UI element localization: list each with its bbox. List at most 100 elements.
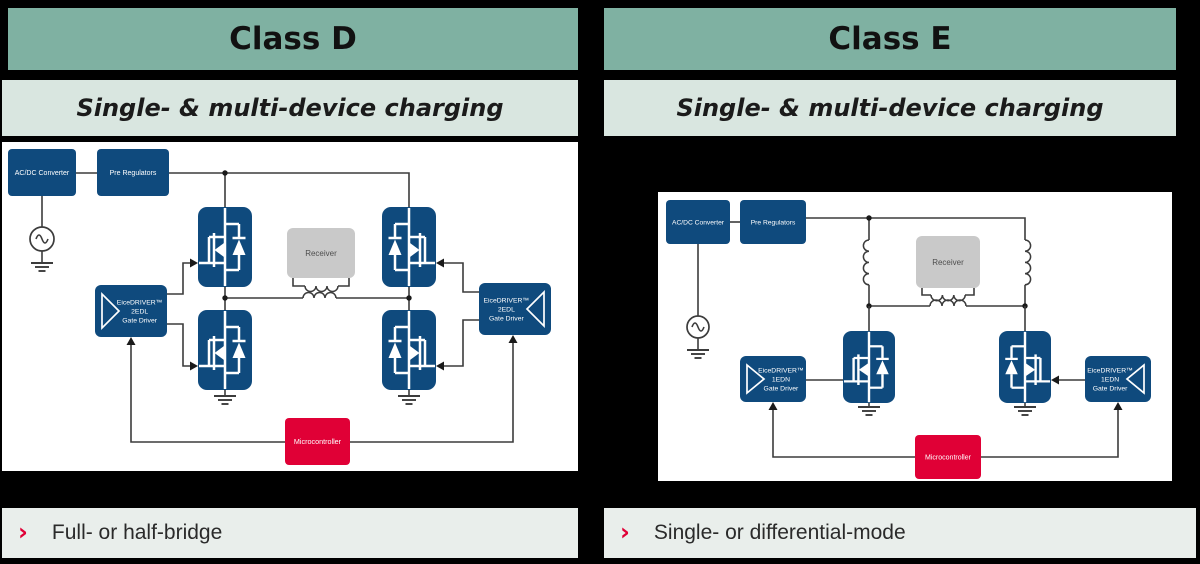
gate-driver-rect [740, 356, 806, 402]
wire [302, 291, 337, 299]
label: AC/DC Converter [15, 170, 70, 177]
label: 1EDN [1101, 377, 1119, 384]
arrowhead-icon [508, 335, 518, 343]
label: EiceDRIVER™ [1087, 368, 1133, 375]
mosfet-arrow-icon [858, 363, 869, 376]
wire [929, 299, 967, 307]
class-d-subtitle: Single- & multi-device charging [2, 80, 578, 136]
class-e-bullet-text: Single- or differential-mode [653, 521, 906, 544]
mosfet-arrow-icon [214, 346, 224, 360]
arrowhead-icon [1051, 375, 1059, 385]
label: Microcontroller [294, 437, 342, 446]
mosfet-arrow-icon [410, 346, 420, 360]
arrowhead-icon [436, 258, 444, 268]
mosfet-arrow-icon [410, 243, 420, 257]
microcontroller-block-rect [285, 418, 350, 465]
diode-icon [232, 239, 246, 255]
class-d-bullet-row: › Full- or half-bridge [2, 508, 578, 558]
gate-driver-rect [95, 285, 167, 337]
label: EiceDRIVER™ [117, 300, 163, 307]
diode-icon [1005, 360, 1018, 375]
gate-driver-block: EiceDRIVER™ 1EDN Gate Driver [740, 356, 806, 402]
class-d-header: Class D [8, 8, 578, 70]
ac-source-icon [29, 226, 55, 252]
class-e-subtitle: Single- & multi-device charging [604, 80, 1176, 136]
microcontroller-block: Microcontroller [915, 435, 981, 479]
class-e-bullet-row: › Single- or differential-mode [604, 508, 1196, 558]
wire [35, 234, 49, 244]
label: EiceDRIVER™ [758, 368, 804, 375]
wire [862, 239, 870, 286]
label: 1EDN [772, 377, 790, 384]
mosfet-arrow-icon [1025, 363, 1036, 376]
label: EiceDRIVER™ [484, 298, 530, 305]
wire [921, 288, 931, 296]
mosfet-block [382, 310, 436, 390]
label: Gate Driver [122, 318, 157, 325]
mosfet-block [198, 207, 252, 287]
label: Microcontroller [925, 455, 972, 462]
label: Gate Driver [1093, 386, 1128, 393]
label: Receiver [932, 258, 964, 267]
ground-icon [1014, 406, 1036, 416]
diode-icon [232, 342, 246, 358]
label: 2EDL [131, 309, 148, 316]
gate-driver-block: EiceDRIVER™ 2EDL Gate Driver [479, 283, 551, 335]
ground-icon [398, 395, 420, 405]
gate-driver-rect [479, 283, 551, 335]
wire [167, 262, 190, 295]
diode-icon [388, 239, 402, 255]
chevron-bullet-icon: › [18, 517, 28, 546]
label: Pre Regulators [751, 219, 796, 226]
receiver-rect [287, 228, 355, 278]
wire [806, 217, 1026, 240]
chevron-bullet-icon: › [620, 517, 630, 546]
wire [772, 410, 915, 458]
arrowhead-icon [436, 361, 444, 371]
microcontroller-block-rect [915, 435, 981, 479]
wire [130, 345, 285, 443]
label: 2EDL [498, 307, 515, 314]
receiver-block: Receiver [287, 228, 355, 278]
label: Gate Driver [764, 386, 799, 393]
class-d-bullet-text: Full- or half-bridge [51, 521, 223, 544]
ac-source-icon [686, 315, 710, 339]
receiver-block: Receiver [916, 236, 980, 288]
ground-icon [31, 262, 53, 272]
wire [292, 278, 305, 287]
wire [350, 343, 514, 443]
wire [338, 278, 350, 287]
wire [981, 410, 1119, 458]
wire [167, 323, 190, 367]
diode-icon [876, 360, 889, 375]
acdc-converter-block-rect [8, 149, 76, 196]
amplifier-triangle-icon [525, 289, 545, 329]
microcontroller-block: Microcontroller [285, 418, 350, 465]
class-e-header: Class E [604, 8, 1176, 70]
junction-dot [222, 170, 228, 176]
wire [691, 322, 705, 332]
acdc-converter-block-rect [666, 200, 730, 244]
wire [169, 172, 410, 207]
junction-dot [222, 295, 228, 301]
wire [965, 288, 975, 296]
acdc-converter-block: AC/DC Converter [8, 149, 76, 196]
junction-dot [406, 295, 412, 301]
ground-icon [214, 395, 236, 405]
amplifier-triangle-icon [746, 363, 766, 395]
mosfet-block [382, 207, 436, 287]
gate-driver-block: EiceDRIVER™ 2EDL Gate Driver [95, 285, 167, 337]
gate-driver-rect [1085, 356, 1151, 402]
label: Receiver [305, 249, 337, 258]
amplifier-triangle-icon [101, 291, 121, 331]
wire [444, 262, 479, 293]
receiver-rect [916, 236, 980, 288]
label: Gate Driver [489, 316, 524, 323]
wire [444, 319, 479, 367]
label: AC/DC Converter [672, 219, 725, 226]
wire [1024, 239, 1032, 286]
pre-regulators-block: Pre Regulators [740, 200, 806, 244]
